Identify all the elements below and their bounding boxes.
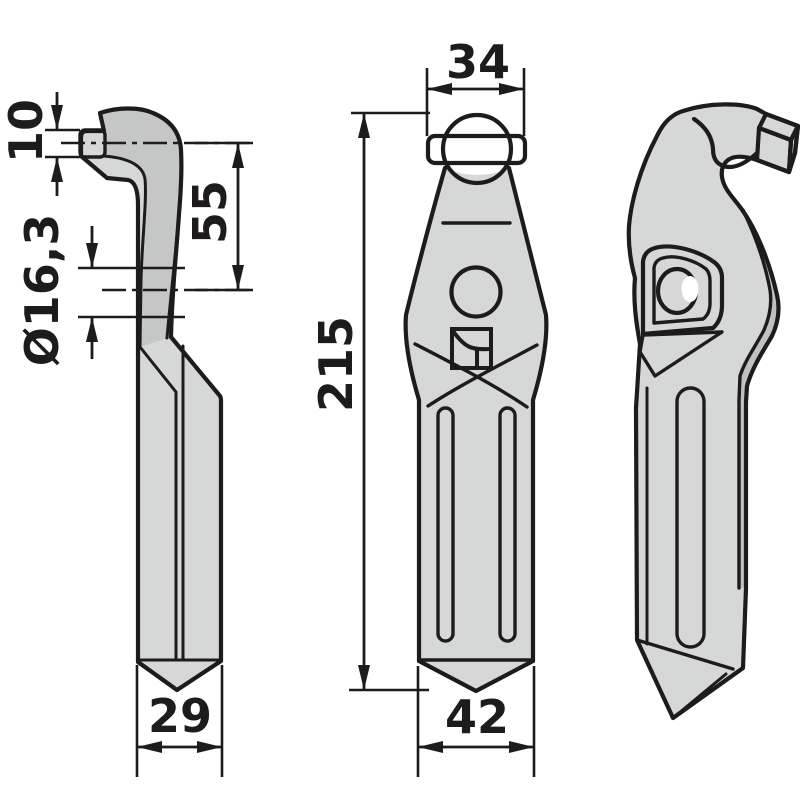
perspective-outline [626,102,800,721]
perspective-tip-facet-line [635,638,735,671]
front-view-dimensions: 34 215 42 [309,35,536,777]
front-view-left-edge [403,165,448,664]
perspective-hook-inner-edge [691,116,760,170]
dim-blade-width: 42 [445,690,509,744]
side-view-hook-band [100,108,182,347]
forge-mark-left [413,342,529,409]
perspective-edge-band-line [737,208,773,590]
perspective-groove [675,386,706,649]
front-view-groove-left [436,406,455,643]
front-view-body [405,168,547,691]
forge-mark-right [426,343,539,408]
front-view-right-edge [506,165,549,664]
perspective-body [628,104,798,719]
perspective-chamfer-facet [638,330,724,378]
front-view-mount-hole [449,265,503,319]
cap-side-face [786,123,800,175]
perspective-boss-outer [640,244,725,337]
perspective-boss-pad [652,255,712,325]
perspective-view [626,102,800,721]
side-view-outline [78,106,224,693]
side-view-body [81,108,221,690]
side-view-dimensions: 10 55 Ø16,3 29 [0,92,253,777]
side-view-edge-line [165,212,181,340]
front-view-groove-right [498,406,517,643]
perspective-tip-sliver-line [671,672,728,720]
dim-total-length: 215 [309,316,363,412]
dim-hook-offset: 55 [183,180,237,244]
front-view-clamp-band [425,133,528,166]
perspective-edge-band [739,210,779,588]
front-view-head-circle [440,112,514,186]
dim-hole-diameter: Ø16,3 [15,214,69,367]
front-view [403,112,549,694]
maker-logo [450,327,493,370]
side-view-bevel-line [138,345,178,394]
front-view-point [416,658,536,694]
dim-tip-thickness: 10 [0,99,53,163]
side-view-hook-inner-edge [102,154,147,349]
perspective-hole-highlight [681,276,699,302]
side-view [78,106,224,693]
dim-side-tip-width: 29 [148,689,212,743]
dim-head-width: 34 [446,35,510,89]
